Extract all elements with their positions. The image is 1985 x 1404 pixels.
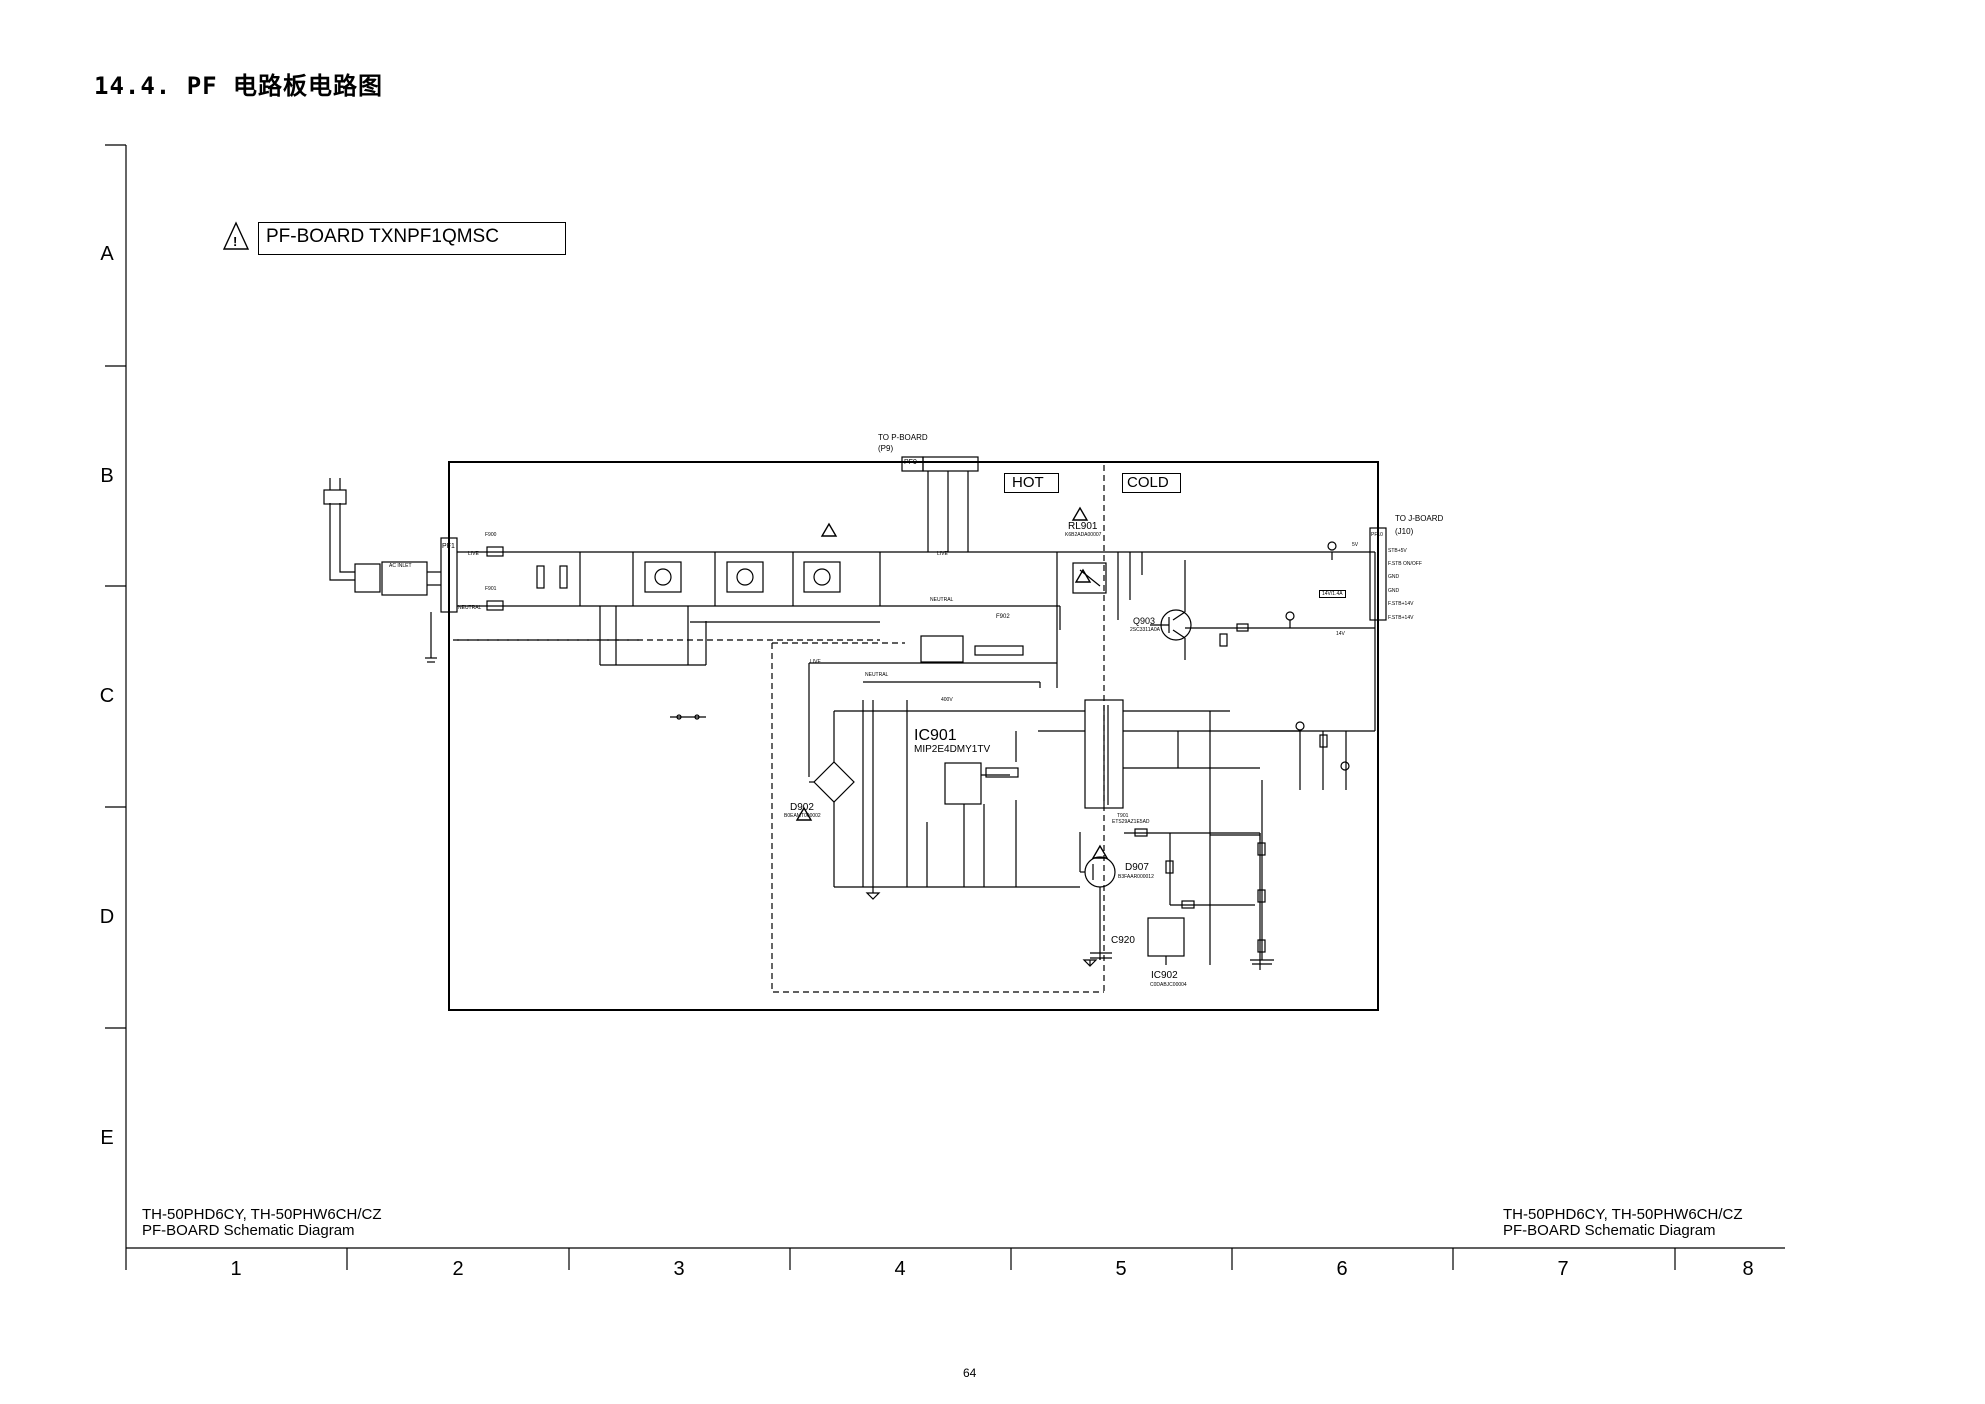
pf10-pin-1: STB+5V: [1388, 548, 1407, 554]
cold-zone-label: COLD: [1127, 474, 1169, 491]
footer-right: TH-50PHD6CY, TH-50PHW6CH/CZ PF-BOARD Sch…: [1503, 1207, 1743, 1239]
warning-icon-mark: !: [233, 234, 238, 249]
ic901-part: MIP2E4DMY1TV: [914, 744, 991, 755]
col-label-6: 6: [1336, 1258, 1348, 1280]
net-neutral-label-2: NEUTRAL: [930, 597, 954, 603]
net-live-label: LIVE: [468, 551, 479, 557]
pf1-label: PF1: [442, 543, 455, 550]
d907-part: B3FAAR000012: [1118, 874, 1154, 880]
cold-zone-box: [1122, 473, 1181, 493]
board-label-box: [258, 222, 566, 255]
t901-part: ETS29AZ1E5AD: [1112, 819, 1150, 825]
net-400v-label: 400V: [941, 697, 953, 703]
col-label-3: 3: [673, 1258, 685, 1280]
hot-zone-box: [1004, 473, 1059, 493]
rl901-label: RL901: [1068, 521, 1098, 532]
row-label-e: E: [100, 1127, 114, 1149]
footer-left-caption: PF-BOARD Schematic Diagram: [142, 1222, 355, 1239]
ic902-part: C0DABJC00004: [1150, 982, 1187, 988]
footer-left: TH-50PHD6CY, TH-50PHW6CH/CZ PF-BOARD Sch…: [142, 1207, 382, 1239]
col-label-4: 4: [894, 1258, 906, 1280]
row-label-c: C: [99, 685, 115, 707]
p9-label: (P9): [878, 444, 894, 453]
net-neutral-label-3: NEUTRAL: [865, 672, 889, 678]
pf10-pin-6: F.STB+14V: [1388, 615, 1414, 621]
net-neutral-label: NEUTRAL: [458, 605, 482, 611]
net-live-label-2: LIVE: [937, 551, 948, 557]
page-title: 14.4. PF 电路板电路图: [94, 72, 384, 100]
col-label-5: 5: [1115, 1258, 1127, 1280]
q903-part: 2SC3311A0A: [1130, 627, 1160, 633]
footer-left-models: TH-50PHD6CY, TH-50PHW6CH/CZ: [142, 1206, 382, 1223]
row-label-b: B: [100, 465, 114, 487]
board-label: PF-BOARD TXNPF1QMSC: [266, 226, 499, 247]
col-label-1: 1: [230, 1258, 242, 1280]
ic902-label: IC902: [1151, 970, 1178, 981]
f902-label: F902: [996, 614, 1010, 620]
row-label-d: D: [99, 906, 115, 928]
ac-inlet-label: AC INLET: [389, 563, 412, 569]
pf10-pin-4: GND: [1388, 588, 1400, 594]
t901-label: T901: [1117, 813, 1129, 819]
footer-right-caption: PF-BOARD Schematic Diagram: [1503, 1222, 1716, 1239]
pf9-label: PF9: [904, 459, 917, 466]
page-number: 64: [963, 1366, 977, 1380]
f900-label: F900: [485, 532, 497, 538]
pf10-label: PF10: [1371, 532, 1383, 538]
j10-label: (J10): [1395, 527, 1414, 536]
to-p-board-label: TO P-BOARD: [878, 433, 928, 442]
ic901-label: IC901: [914, 727, 957, 744]
f901-label: F901: [485, 586, 497, 592]
net-live-label-3: LIVE: [810, 659, 821, 665]
c920-label: C920: [1111, 935, 1135, 946]
col-label-8: 8: [1742, 1258, 1754, 1280]
col-label-2: 2: [452, 1258, 464, 1280]
pf10-pin-5: F.STB+14V: [1388, 601, 1414, 607]
col-label-7: 7: [1557, 1258, 1569, 1280]
footer-right-models: TH-50PHD6CY, TH-50PHW6CH/CZ: [1503, 1206, 1743, 1223]
pf10-pin-3: GND: [1388, 574, 1400, 580]
d907-label: D907: [1125, 862, 1149, 873]
q903-label: Q903: [1133, 616, 1156, 626]
rl901-part: K6B2ADA00007: [1065, 532, 1102, 538]
net-5v-label: 5V: [1352, 542, 1359, 548]
hot-zone-label: HOT: [1012, 474, 1044, 491]
to-j-board-label: TO J-BOARD: [1395, 514, 1444, 523]
d902-part: B0EAMT000002: [784, 813, 821, 819]
pf10-pin-2: F.STB ON/OFF: [1388, 561, 1422, 567]
row-label-a: A: [100, 243, 114, 265]
d902-label: D902: [790, 802, 814, 813]
net-14v-label: 14V: [1336, 631, 1345, 637]
net-14v-1-4a-label: 14V/1.4A: [1319, 590, 1346, 598]
